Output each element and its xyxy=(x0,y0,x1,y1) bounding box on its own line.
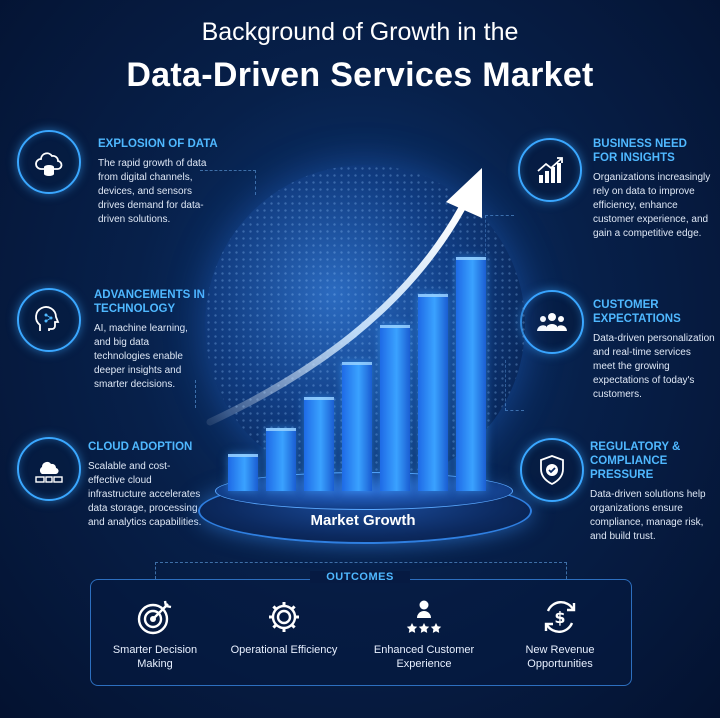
block-title: EXPLOSION OF DATA xyxy=(98,138,218,150)
growth-arrow-icon xyxy=(206,168,482,426)
dollar-cycle-icon: $ xyxy=(544,601,576,633)
cloud-database-icon xyxy=(17,130,81,194)
title-line-1: Background of Growth in the xyxy=(201,18,519,46)
customer-expectations-block: CUSTOMER EXPECTATIONS Data-driven person… xyxy=(593,298,715,402)
cloud-devices-icon xyxy=(17,437,81,501)
block-title: REGULATORY & COMPLIANCE PRESSURE xyxy=(590,441,681,481)
block-text: Data-driven solutions help organizations… xyxy=(590,489,706,542)
ai-brain-icon xyxy=(17,288,81,352)
outcome-label: Operational Efficiency xyxy=(230,644,338,656)
block-title: CLOUD ADOPTION xyxy=(88,441,193,453)
connector-line xyxy=(195,380,216,408)
market-growth-label: Market Growth xyxy=(310,512,416,529)
growth-bar-5 xyxy=(380,325,410,491)
gear-icon xyxy=(269,602,299,632)
growth-bar-2 xyxy=(266,428,296,491)
outcomes-title: OUTCOMES xyxy=(310,571,410,583)
block-text: Scalable and cost-effective cloud infras… xyxy=(88,461,202,528)
block-text: AI, machine learning, and big data techn… xyxy=(94,323,188,390)
title-line-2: Data-Driven Services Market xyxy=(126,56,594,94)
user-stars-icon xyxy=(406,600,442,633)
growth-bar-1 xyxy=(228,454,258,491)
growth-bar-4 xyxy=(342,362,372,491)
connector-line xyxy=(155,562,567,579)
cloud-adoption-block: CLOUD ADOPTION Scalable and cost-effecti… xyxy=(88,440,206,530)
outcome-label: Smarter Decision Making xyxy=(112,644,198,670)
outcome-smarter-decision: Smarter Decision Making xyxy=(95,597,215,671)
outcomes-panel xyxy=(90,579,632,686)
explosion-of-data-block: EXPLOSION OF DATA The rapid growth of da… xyxy=(98,137,218,227)
block-title: CUSTOMER EXPECTATIONS xyxy=(593,299,681,325)
block-text: Organizations increasingly rely on data … xyxy=(593,172,711,239)
regulatory-block: REGULATORY & COMPLIANCE PRESSURE Data-dr… xyxy=(590,440,712,544)
outcome-new-revenue: $ New Revenue Opportunities xyxy=(500,597,620,671)
business-need-block: BUSINESS NEED FOR INSIGHTS Organizations… xyxy=(593,137,713,241)
growth-chart-icon xyxy=(518,138,582,202)
block-text: The rapid growth of data from digital ch… xyxy=(98,158,207,225)
block-title: ADVANCEMENTS IN TECHNOLOGY xyxy=(94,289,205,315)
outcome-label: New Revenue Opportunities xyxy=(525,644,595,670)
advancements-block: ADVANCEMENTS IN TECHNOLOGY AI, machine l… xyxy=(94,288,206,392)
people-group-icon xyxy=(520,290,584,354)
growth-bar-3 xyxy=(304,397,334,491)
connector-line xyxy=(200,170,256,195)
outcome-operational-efficiency: Operational Efficiency xyxy=(224,597,344,657)
outcome-enhanced-cx: Enhanced Customer Experience xyxy=(364,597,484,671)
growth-bar-7 xyxy=(456,257,486,491)
shield-check-icon xyxy=(520,438,584,502)
growth-bar-6 xyxy=(418,294,448,491)
block-title: BUSINESS NEED FOR INSIGHTS xyxy=(593,138,687,164)
svg-text:$: $ xyxy=(554,608,565,627)
target-icon xyxy=(137,600,172,635)
block-text: Data-driven personalization and real-tim… xyxy=(593,333,715,400)
outcome-label: Enhanced Customer Experience xyxy=(373,644,475,670)
